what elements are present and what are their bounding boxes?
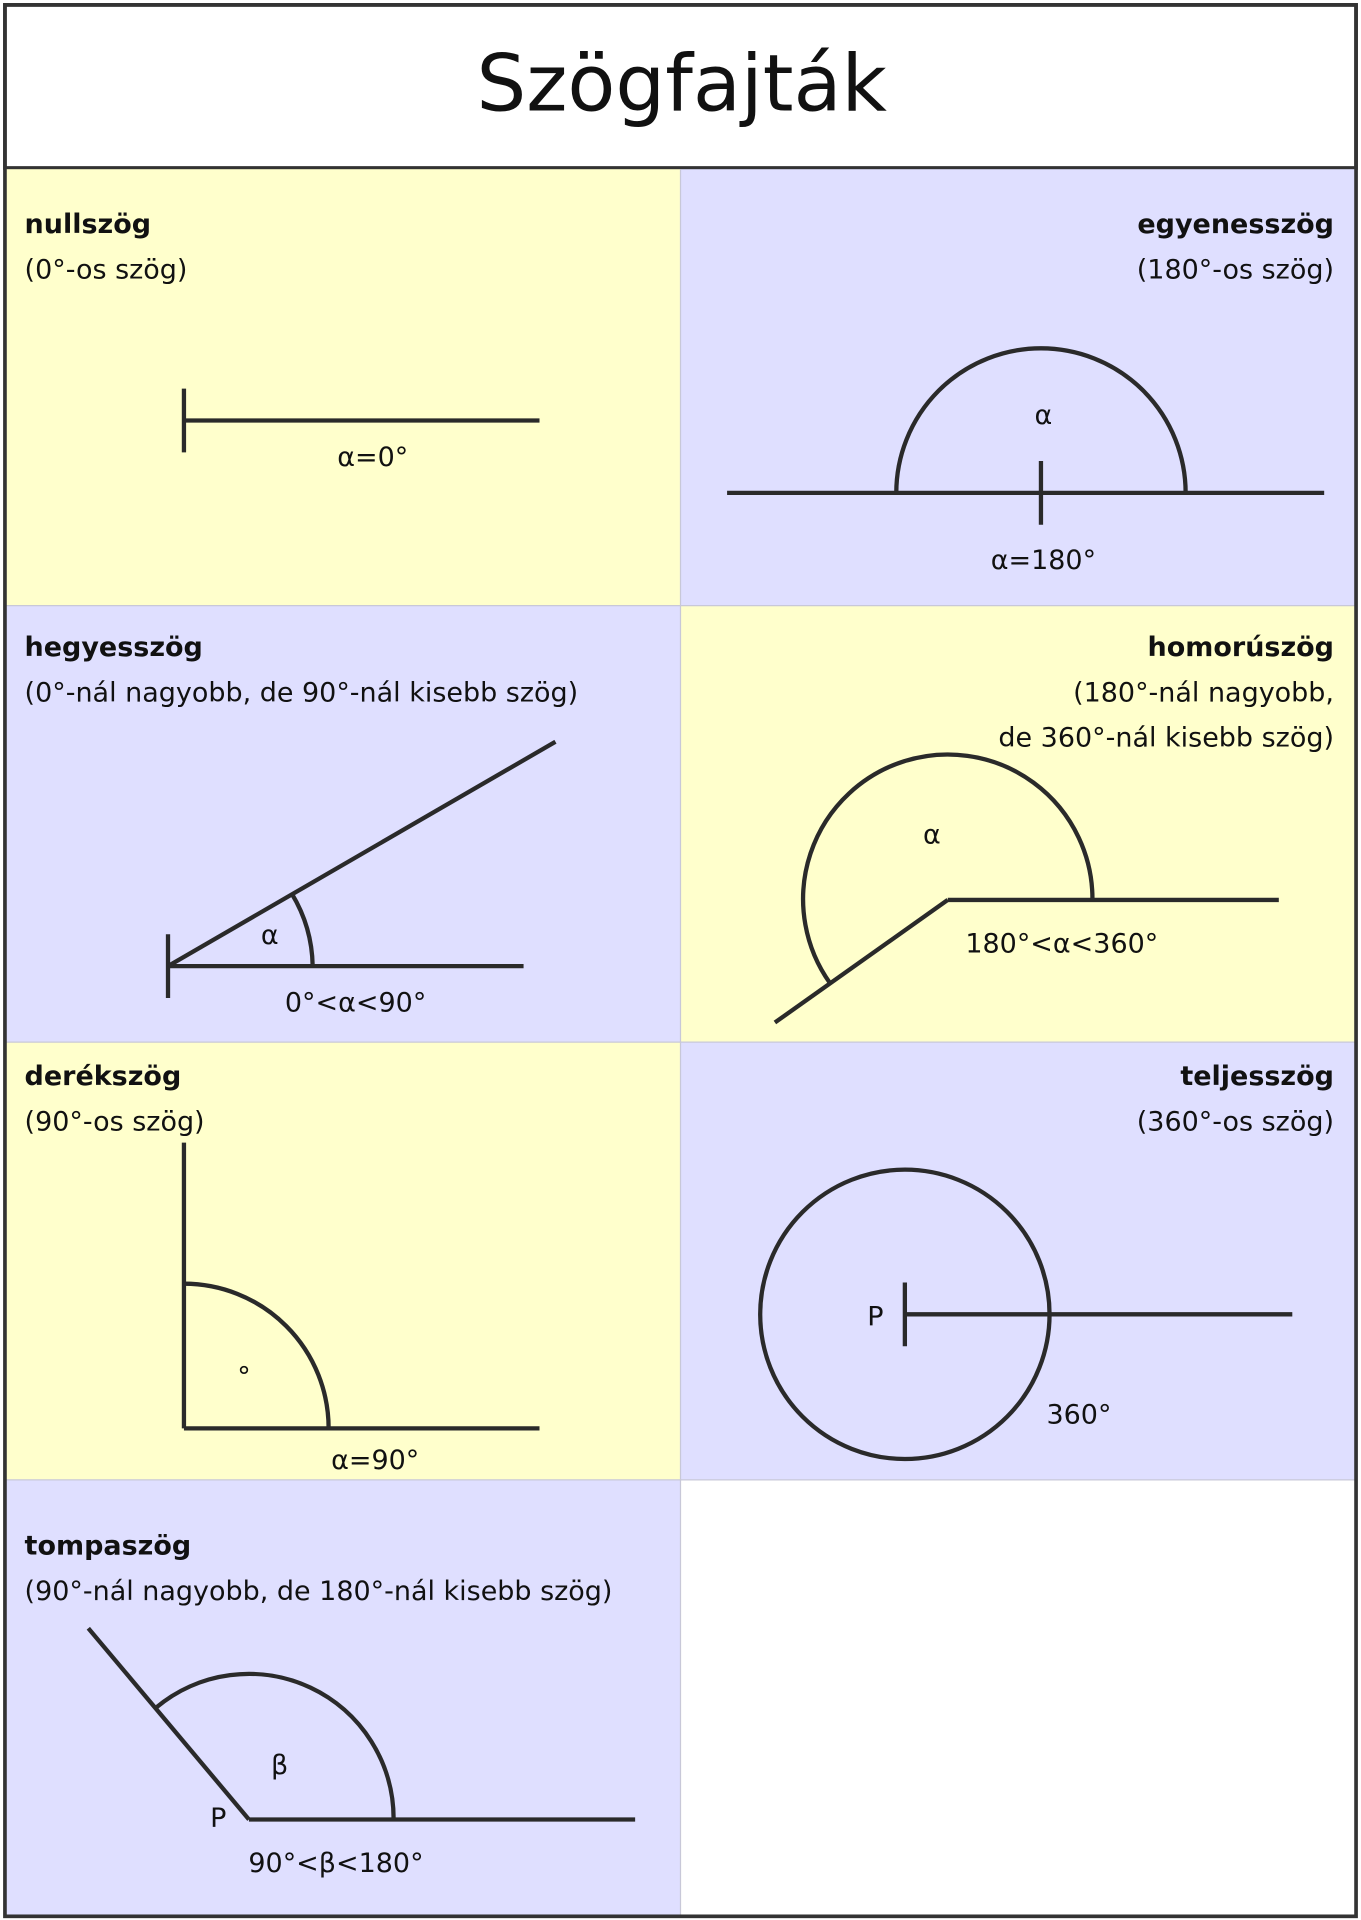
label: nullszög <box>25 209 151 240</box>
diagram-stroke <box>3 3 1358 1919</box>
cell-tompaszog: tompaszög (90°-nál nagyobb, de 180°-nál … <box>25 1531 636 1879</box>
label: α <box>1035 400 1053 431</box>
diagram-stroke <box>166 739 557 968</box>
label: α <box>261 920 279 951</box>
label: α=90° <box>331 1445 419 1476</box>
label: derékszög <box>25 1061 182 1092</box>
angle-arc <box>154 1671 396 1820</box>
label: (360°-os szög) <box>1137 1106 1334 1137</box>
label: (90°-nál nagyobb, de 180°-nál kisebb szö… <box>25 1576 613 1607</box>
title: Szögfajták <box>476 37 887 129</box>
title-box <box>3 3 1358 170</box>
diagram-stroke <box>680 1479 1357 1917</box>
label: homorúszög <box>1148 632 1334 663</box>
cell-egyenesszog: egyenesszög (180°-os szög) α α=180° <box>727 209 1334 576</box>
label: α=180° <box>991 545 1096 576</box>
diagram-stroke <box>4 169 681 606</box>
label: P <box>210 1803 226 1834</box>
diagram-stroke <box>4 1042 681 1480</box>
diagram-stroke <box>4 605 681 1043</box>
cell-backgrounds <box>3 3 1358 1919</box>
diagram-stroke <box>4 169 1357 1917</box>
diagram-stroke <box>773 898 950 1025</box>
cell-hegyesszog: hegyesszög (0°-nál nagyobb, de 90°-nál k… <box>25 632 579 1019</box>
label: ° <box>237 1361 250 1392</box>
label: 180°<α<360° <box>965 929 1158 960</box>
label: (180°-os szög) <box>1137 254 1334 285</box>
label: tompaszög <box>25 1531 192 1562</box>
label: hegyesszög <box>25 632 203 663</box>
label: α <box>923 820 941 851</box>
label: 0°<α<90° <box>285 987 426 1018</box>
label: (0°-nál nagyobb, de 90°-nál kisebb szög) <box>25 677 579 708</box>
label: 90°<β<180° <box>248 1848 423 1879</box>
label: (180°-nál nagyobb, <box>1073 677 1334 708</box>
label: de 360°-nál kisebb szög) <box>998 723 1334 754</box>
label: β <box>271 1750 288 1781</box>
angle-arc <box>290 892 315 967</box>
label: teljesszög <box>1180 1061 1334 1092</box>
label: 360° <box>1046 1399 1111 1430</box>
diagram-stroke <box>680 169 1357 606</box>
cell-derekszog: derékszög (90°-os szög) ° α=90° <box>25 1061 540 1476</box>
angle-arc <box>894 346 1188 493</box>
diagram-stroke <box>86 1626 251 1821</box>
diagram-stroke <box>680 605 1357 1043</box>
cell-homoruszog: homorúszög (180°-nál nagyobb, de 360°-ná… <box>773 632 1334 1025</box>
label: α=0° <box>337 442 408 473</box>
angle-arc <box>800 752 1095 985</box>
diagram-stroke <box>4 1479 681 1917</box>
label: egyenesszög <box>1137 209 1334 240</box>
label: (0°-os szög) <box>25 254 188 285</box>
cell-teljesszog: teljesszög (360°-os szög) P 360° <box>758 1061 1334 1462</box>
label: P <box>867 1301 883 1332</box>
angle-arc <box>183 1281 331 1429</box>
label: (90°-os szög) <box>25 1106 205 1137</box>
cell-nullszog: nullszög (0°-os szög) α=0° <box>25 209 540 473</box>
